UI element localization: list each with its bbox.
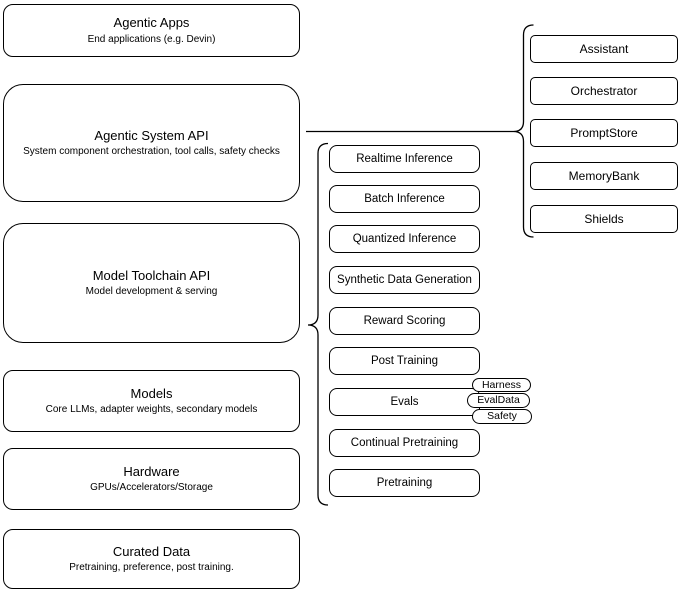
- brace-toolchain: [307, 142, 329, 506]
- node-subtitle: System component orchestration, tool cal…: [23, 146, 280, 158]
- node-pretraining: Pretraining: [329, 469, 480, 497]
- node-title: Curated Data: [112, 543, 191, 559]
- node-evals: Evals: [329, 388, 480, 416]
- node-subtitle: Core LLMs, adapter weights, secondary mo…: [45, 404, 258, 416]
- node-memorybank: MemoryBank: [530, 162, 678, 190]
- tag-evaldata: EvalData: [467, 393, 530, 408]
- node-subtitle: GPUs/Accelerators/Storage: [90, 482, 213, 494]
- node-realtime-inference: Realtime Inference: [329, 145, 480, 173]
- node-batch-inference: Batch Inference: [329, 185, 480, 213]
- node-title: Hardware: [123, 463, 180, 479]
- node-curated-data: Curated Data Pretraining, preference, po…: [3, 529, 300, 589]
- node-hardware: Hardware GPUs/Accelerators/Storage: [3, 448, 300, 510]
- node-continual-pretraining: Continual Pretraining: [329, 429, 480, 457]
- node-orchestrator: Orchestrator: [530, 77, 678, 105]
- node-subtitle: Model development & serving: [85, 286, 218, 298]
- node-agentic-apps: Agentic Apps End applications (e.g. Devi…: [3, 4, 300, 57]
- node-models: Models Core LLMs, adapter weights, secon…: [3, 370, 300, 432]
- node-promptstore: PromptStore: [530, 119, 678, 147]
- node-quantized-inference: Quantized Inference: [329, 225, 480, 253]
- node-post-training: Post Training: [329, 347, 480, 375]
- node-agentic-system-api: Agentic System API System component orch…: [3, 84, 300, 202]
- node-reward-scoring: Reward Scoring: [329, 307, 480, 335]
- node-title: Models: [130, 385, 173, 401]
- node-title: Agentic System API: [94, 127, 209, 143]
- tag-safety: Safety: [472, 409, 532, 424]
- node-assistant: Assistant: [530, 35, 678, 63]
- node-title: Agentic Apps: [113, 15, 190, 31]
- node-shields: Shields: [530, 205, 678, 233]
- node-subtitle: Pretraining, preference, post training.: [69, 562, 234, 574]
- node-subtitle: End applications (e.g. Devin): [87, 33, 216, 45]
- node-model-toolchain-api: Model Toolchain API Model development & …: [3, 223, 300, 343]
- tag-harness: Harness: [472, 378, 531, 392]
- node-title: Model Toolchain API: [92, 267, 211, 283]
- node-synthetic-data-generation: Synthetic Data Generation: [329, 266, 480, 294]
